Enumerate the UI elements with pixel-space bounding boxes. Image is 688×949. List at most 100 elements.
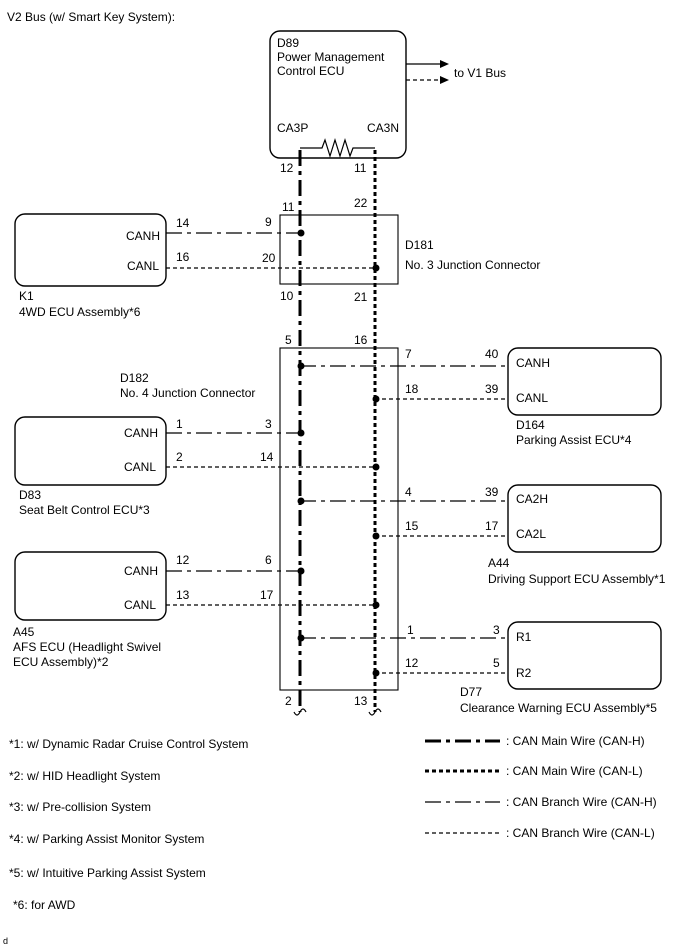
- ecu-d77-pin-r2: R2: [516, 666, 532, 680]
- d182-name: No. 4 Junction Connector: [120, 386, 255, 400]
- d182-code: D182: [120, 371, 149, 385]
- ecu-d89: D89 Power Management Control ECU CA3P CA…: [269, 30, 407, 175]
- d181-pin-top-l: 22: [354, 196, 368, 210]
- splice-dot: [372, 463, 380, 471]
- ecu-d89-pin-ca3n: CA3N: [367, 121, 399, 135]
- ecu-d83-box: [14, 416, 167, 486]
- diagram-title: V2 Bus (w/ Smart Key System):: [7, 10, 175, 24]
- ecu-k1-no-h: 14: [176, 216, 190, 230]
- splice-dot: [372, 532, 380, 540]
- ecu-d164-pin-canl: CANL: [516, 391, 548, 405]
- ecu-a45-code: A45: [13, 625, 35, 639]
- splice-dot: [372, 669, 380, 677]
- d182-pin-bot-l: 13: [354, 694, 368, 708]
- d182-pin-d83-l: 14: [260, 450, 274, 464]
- junction-d181: 11 22 9 20 10 21 D181 No. 3 Junction Con…: [262, 196, 540, 304]
- ecu-d164-name: Parking Assist ECU*4: [516, 433, 632, 447]
- ecu-d89-code: D89: [277, 36, 299, 50]
- ecu-d89-pin-no-h: 12: [280, 161, 294, 175]
- junction-d182: 5 16 2 13 D182 No. 4 Junction Connector: [120, 333, 399, 708]
- legend-label-main-h: : CAN Main Wire (CAN-H): [506, 734, 645, 748]
- d181-code: D181: [405, 238, 434, 252]
- junction-d181-box: [279, 214, 399, 285]
- splice-dot: [297, 229, 305, 237]
- ecu-d164-no-l: 39: [485, 382, 499, 396]
- splice-dot: [297, 429, 305, 437]
- arrow-right-icon: [440, 60, 449, 68]
- splice-dot: [297, 362, 305, 370]
- d181-pin-bot-h: 10: [280, 289, 294, 303]
- d181-pin-left-h: 9: [265, 215, 272, 229]
- d182-pin-a45-l: 17: [260, 588, 274, 602]
- ecu-d77-code: D77: [460, 685, 482, 699]
- d182-pin-bot-h: 2: [285, 694, 292, 708]
- ecu-a44-name: Driving Support ECU Assembly*1: [488, 572, 666, 586]
- ecu-k1-pin-canl: CANL: [127, 259, 159, 273]
- ecu-d164-pin-canh: CANH: [516, 356, 550, 370]
- ecu-d89-box: [269, 30, 407, 159]
- ecu-k1-name: 4WD ECU Assembly*6: [19, 305, 141, 319]
- wire-break-icon: [293, 708, 307, 716]
- ecu-a45: CANH CANL 12 13 6 17 A45 AFS ECU (Headli…: [13, 551, 380, 669]
- junction-d182-box: [279, 347, 399, 691]
- splice-dot: [372, 395, 380, 403]
- ecu-a45-no-l: 13: [176, 588, 190, 602]
- ecu-a44-code: A44: [488, 556, 510, 570]
- d182-pin-top-h: 5: [285, 333, 292, 347]
- ecu-k1-no-l: 16: [176, 250, 190, 264]
- ecu-d164: CANH CANL 40 39 7 18 D164 Parking Assist…: [297, 347, 662, 447]
- ecu-a45-name-line1: AFS ECU (Headlight Swivel: [13, 640, 161, 654]
- ecu-d89-name-line2: Control ECU: [277, 64, 344, 78]
- d182-pin-a44-l: 15: [405, 519, 419, 533]
- ecu-d164-code: D164: [516, 418, 545, 432]
- d182-pin-top-l: 16: [354, 333, 368, 347]
- d182-pin-d164-l: 18: [405, 382, 419, 396]
- arrow-right-icon: [440, 76, 449, 84]
- ecu-d83-pin-canh: CANH: [124, 426, 158, 440]
- ecu-d83-name: Seat Belt Control ECU*3: [19, 503, 150, 517]
- d181-pin-left-l: 20: [262, 251, 276, 265]
- ecu-a45-name-line2: ECU Assembly)*2: [13, 655, 109, 669]
- d181-pin-top-h: 11: [282, 200, 295, 214]
- v1-bus-label: to V1 Bus: [454, 66, 506, 80]
- d182-pin-a45-h: 6: [265, 553, 272, 567]
- footnote-6: *6: for AWD: [13, 898, 76, 912]
- corner-mark: d: [3, 936, 8, 946]
- ecu-d164-box: [507, 347, 662, 416]
- v1-bus-link: to V1 Bus: [406, 60, 506, 84]
- footnote-4: *4: w/ Parking Assist Monitor System: [9, 832, 204, 846]
- ecu-d83-no-h: 1: [176, 417, 183, 431]
- ecu-a44-no-h: 39: [485, 485, 499, 499]
- ecu-d89-name-line1: Power Management: [277, 50, 385, 64]
- ecu-a45-pin-canl: CANL: [124, 598, 156, 612]
- ecu-d77: R1 R2 3 5 1 12 D77 Clearance Warning ECU…: [297, 621, 662, 715]
- splice-dot: [297, 634, 305, 642]
- ecu-d77-box: [507, 621, 662, 690]
- ecu-d164-no-h: 40: [485, 347, 499, 361]
- legend: : CAN Main Wire (CAN-H) : CAN Main Wire …: [425, 734, 657, 840]
- ecu-d89-pin-ca3p: CA3P: [277, 121, 308, 135]
- ecu-d89-pin-no-l: 11: [354, 161, 367, 175]
- ecu-d83-no-l: 2: [176, 450, 183, 464]
- ecu-d77-no-l: 5: [493, 656, 500, 670]
- footnote-5: *5: w/ Intuitive Parking Assist System: [9, 866, 206, 880]
- ecu-d77-name: Clearance Warning ECU Assembly*5: [460, 701, 657, 715]
- ecu-a44-no-l: 17: [485, 519, 499, 533]
- d182-pin-d83-h: 3: [265, 417, 272, 431]
- splice-dot: [297, 497, 305, 505]
- ecu-k1-pin-canh: CANH: [126, 229, 160, 243]
- footnote-2: *2: w/ HID Headlight System: [9, 769, 160, 783]
- ecu-k1: CANH CANL 14 16 K1 4WD ECU Assembly*6: [14, 213, 375, 319]
- footnotes: *1: w/ Dynamic Radar Cruise Control Syst…: [9, 737, 248, 912]
- splice-dot: [372, 601, 380, 609]
- ecu-a44-pin-ca2l: CA2L: [516, 527, 546, 541]
- ecu-a44-pin-ca2h: CA2H: [516, 492, 548, 506]
- ecu-a45-box: [14, 551, 167, 621]
- ecu-a45-no-h: 12: [176, 553, 190, 567]
- ecu-a45-pin-canh: CANH: [124, 564, 158, 578]
- ecu-d83: CANH CANL 1 2 3 14 D83 Seat Belt Control…: [14, 416, 380, 517]
- termination-resistor-icon: [300, 137, 375, 159]
- ecu-d83-code: D83: [19, 488, 41, 502]
- d182-pin-d77-h: 1: [407, 623, 414, 637]
